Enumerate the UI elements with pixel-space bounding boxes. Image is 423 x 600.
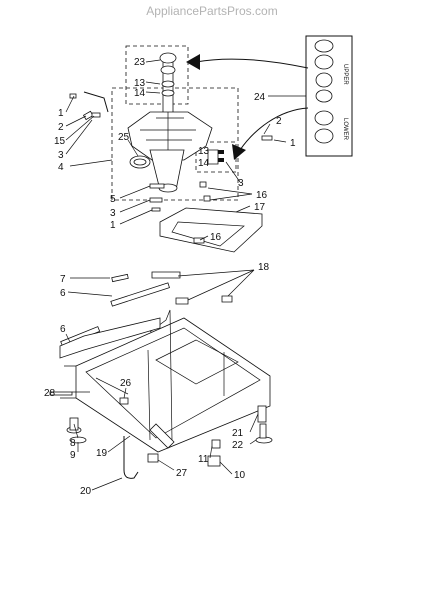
callout-7: 7 (60, 274, 66, 285)
nut-11 (211, 439, 221, 449)
callout-2-right: 2 (276, 116, 282, 127)
bracket-left (91, 112, 101, 118)
callout-25: 25 (118, 132, 130, 143)
hook-20 (123, 436, 139, 479)
shaft-cap (159, 52, 177, 64)
callout-1: 1 (58, 108, 64, 119)
lower-label: LOWER (342, 118, 348, 141)
callout-4: 4 (58, 162, 64, 173)
callout-3-right: 3 (238, 178, 244, 189)
callout-9: 9 (70, 450, 76, 461)
callout-23: 23 (134, 57, 146, 68)
upper-bearing-4 (315, 89, 333, 103)
leader-lines (65, 59, 306, 491)
bracket-plate (159, 207, 263, 253)
callout-3: 3 (58, 150, 64, 161)
callout-14: 14 (134, 88, 146, 99)
upper-bearing-1 (314, 39, 334, 53)
detail-box-main (111, 87, 239, 201)
callout-13-right: 13 (198, 146, 210, 157)
bearing-kit: UPPER LOWER (305, 35, 353, 157)
clip-block (207, 149, 219, 165)
upper-bearing-3 (315, 72, 333, 88)
callout-19: 19 (96, 448, 108, 459)
callout-20: 20 (80, 486, 92, 497)
lower-bearing-2 (314, 128, 334, 144)
callout-5: 5 (110, 194, 116, 205)
bumper-c (221, 295, 233, 303)
mounting-bracket (159, 181, 263, 253)
clip-lower (149, 197, 163, 203)
callout-8: 8 (70, 438, 76, 449)
callout-11: 11 (198, 454, 209, 465)
pivot-pin (149, 183, 165, 189)
callout-28: 28 (44, 388, 56, 399)
grommet-a (199, 181, 207, 188)
leg-rod-28 (49, 391, 73, 396)
callout-21: 21 (232, 428, 244, 439)
callout-labels: 23 13 14 1 2 15 3 4 25 24 2 1 13 14 3 16… (44, 57, 296, 497)
base-frame (49, 271, 273, 479)
callout-18: 18 (258, 262, 270, 273)
detail-box-upper (125, 45, 189, 105)
bumper-a (151, 271, 181, 279)
transmission-assembly (69, 45, 273, 212)
bracket-clip (193, 237, 205, 244)
clip-27 (147, 453, 159, 463)
callout-17: 17 (254, 202, 266, 213)
callout-24: 24 (254, 92, 266, 103)
callout-13: 13 (134, 78, 146, 89)
callout-1-right: 1 (290, 138, 296, 149)
callout-14-right: 14 (198, 158, 210, 169)
watermark: AppliancePartsPros.com (146, 4, 277, 18)
callout-26: 26 (120, 378, 132, 389)
frame-side-left (59, 317, 161, 359)
screw-lower (151, 207, 161, 212)
clip-arm (83, 91, 109, 113)
callout-15: 15 (54, 136, 66, 147)
callout-3-lower: 3 (110, 208, 116, 219)
gearcase (127, 111, 213, 161)
shaft-seal (160, 65, 176, 75)
clip-10 (207, 455, 221, 467)
rail-6-upper (110, 282, 170, 307)
leg-21 (257, 405, 267, 423)
lower-bearing-1 (314, 110, 334, 126)
bumper-b (175, 297, 189, 305)
callout-10: 10 (234, 470, 246, 481)
callout-1-lower: 1 (110, 220, 116, 231)
screw-26 (119, 397, 129, 405)
callout-6: 6 (60, 288, 66, 299)
callout-16: 16 (256, 190, 268, 201)
callout-27: 27 (176, 468, 188, 479)
callout-2: 2 (58, 122, 64, 133)
spring-7 (111, 273, 129, 283)
callout-6-left: 6 (60, 324, 66, 335)
screw-right (261, 135, 273, 141)
upper-label: UPPER (342, 64, 348, 85)
callout-16-lower: 16 (210, 232, 222, 243)
upper-bearing-2 (314, 54, 334, 70)
callout-22: 22 (232, 440, 244, 451)
frame-corner (149, 423, 175, 449)
arrow-to-upper-box (195, 58, 309, 69)
shaft-ring-upper (161, 80, 175, 88)
grommet-b (203, 195, 211, 202)
shaft-ring-lower (161, 89, 175, 97)
arrow-to-side-box (239, 107, 309, 151)
